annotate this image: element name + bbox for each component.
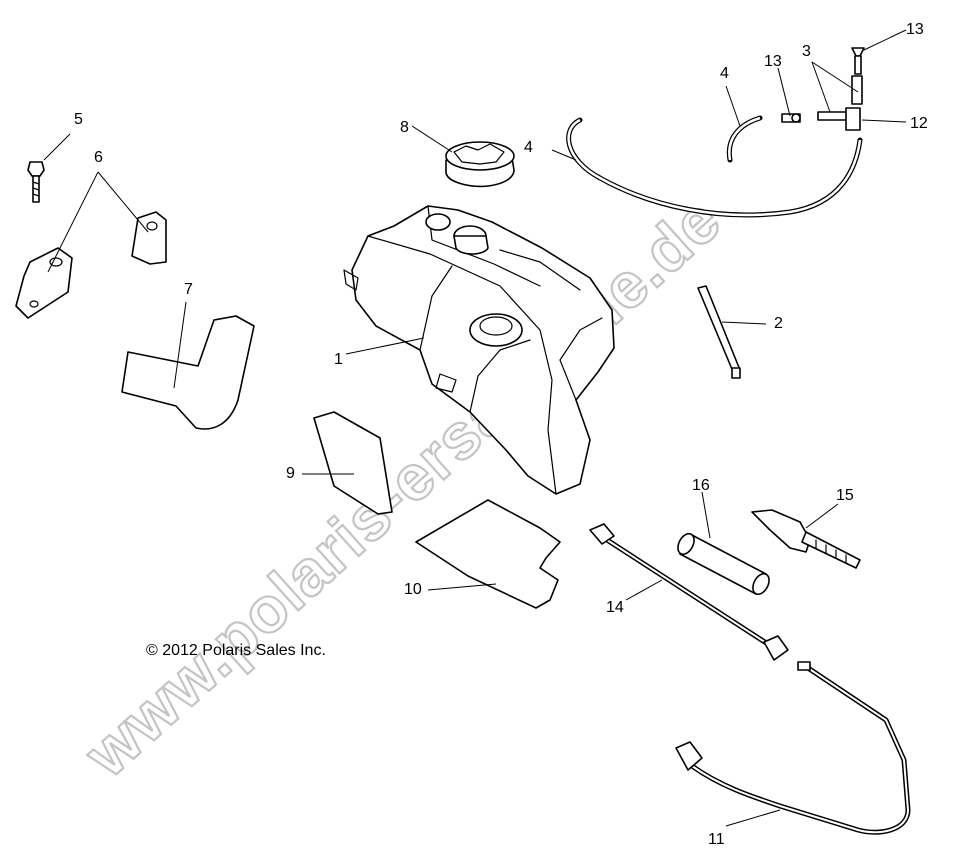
fuel-tank-part-1	[343, 205, 615, 495]
callout-3: 3	[802, 43, 811, 60]
gasket-part-10	[415, 499, 561, 609]
copyright-text: © 2012 Polaris Sales Inc.	[146, 642, 326, 659]
callout-4-right: 4	[720, 65, 729, 82]
check-valve-part-13-left	[781, 113, 801, 123]
callout-11: 11	[708, 831, 725, 848]
check-valve-part-13-right	[851, 47, 865, 75]
callout-9: 9	[286, 465, 295, 482]
pad-part-9	[313, 411, 393, 515]
callout-5: 5	[74, 111, 83, 128]
fuel-cap-part-8	[445, 141, 515, 188]
tee-fitting-part-3	[817, 75, 863, 131]
sleeve-part-16	[677, 532, 770, 596]
callout-14: 14	[606, 599, 624, 616]
callout-15: 15	[836, 487, 854, 504]
callout-labels: 1 2 3 4 4 5 6 7 8 9 10 11 12 13 13 14 15…	[74, 21, 928, 848]
callout-10: 10	[404, 581, 422, 598]
bracket-part-6-right	[131, 211, 167, 265]
callout-12: 12	[910, 115, 928, 132]
vent-hose-part-4	[566, 115, 863, 218]
callout-2: 2	[774, 315, 783, 332]
callout-4-left: 4	[524, 139, 533, 156]
foam-pad-part-7	[121, 315, 255, 430]
clamp-part-15	[751, 509, 861, 569]
callout-13-right: 13	[906, 21, 924, 38]
bolt-part-5	[27, 161, 45, 203]
line-part-11	[675, 661, 911, 835]
callout-8: 8	[400, 119, 409, 136]
callout-16: 16	[692, 477, 710, 494]
bracket-part-6-left	[15, 247, 73, 319]
callout-13-left: 13	[764, 53, 782, 70]
leader-lines	[43, 29, 907, 827]
callout-1: 1	[334, 351, 343, 368]
rod-part-2	[697, 285, 741, 379]
callout-6: 6	[94, 149, 103, 166]
callout-7: 7	[184, 281, 193, 298]
fuel-line-part-14	[589, 523, 789, 661]
